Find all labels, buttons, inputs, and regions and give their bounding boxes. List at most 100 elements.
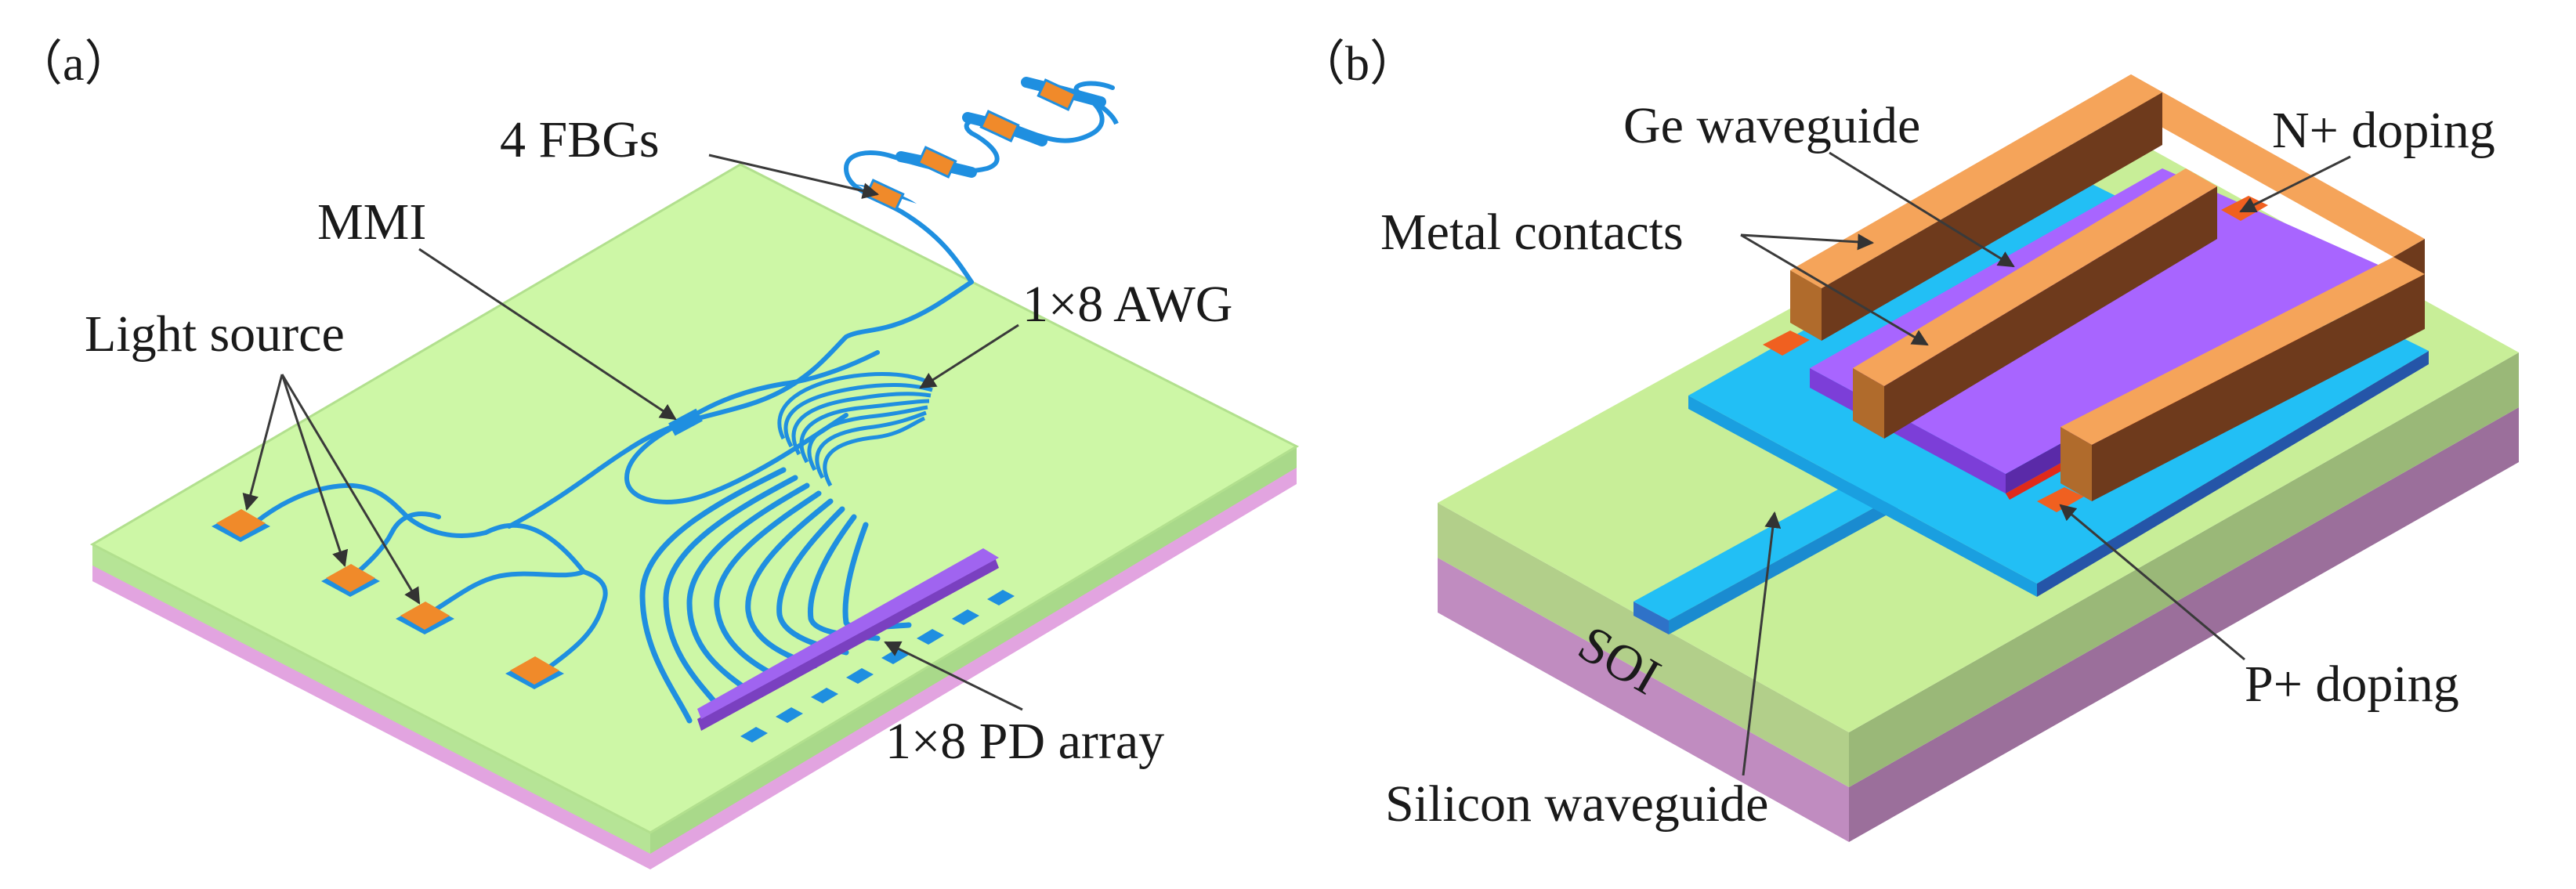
soi-top-right: [1849, 352, 2519, 787]
waveguide-combiner-upper: [483, 522, 586, 574]
panel-a: （a） 4 FBGs MMI 1×8 AWG Light source 1×8 …: [14, 38, 1300, 869]
doping-pad-left: [1763, 331, 1810, 356]
label-light-source: Light source: [85, 305, 345, 363]
panel-b-tag: （b）: [1297, 38, 1418, 91]
label-p-plus-doping: P+ doping: [2245, 656, 2459, 713]
awg: [777, 372, 934, 487]
pd-contact: [952, 609, 979, 625]
leader-awg: [919, 323, 1019, 389]
mmi-block: [668, 408, 703, 436]
leader-metal-1: [1740, 233, 1875, 251]
leaders-b: [1740, 151, 2351, 776]
pd-contact: [846, 668, 874, 684]
fbg-sections: [854, 77, 1119, 211]
p-plus-doping-pad: [2037, 487, 2084, 512]
metal-center-bar-top: [1853, 168, 2217, 386]
metal-center-bar-front: [1853, 368, 1884, 439]
label-n-plus-doping: N+ doping: [2272, 102, 2495, 159]
metal-left-bar-side: [1822, 92, 2162, 341]
pd-contact: [987, 590, 1015, 605]
awg-arm: [823, 416, 926, 487]
fan-arm: [745, 498, 834, 669]
metal-front-bar-top: [2060, 257, 2425, 445]
metal-front-bar-side: [2092, 274, 2425, 501]
si-waveguide-top: [1634, 468, 1912, 620]
fan-arm: [686, 482, 810, 696]
substrate-side-front: [92, 544, 650, 854]
pd-contact: [811, 688, 838, 703]
fbg-pad-1: [864, 179, 905, 211]
label-ge-waveguide: Ge waveguide: [1623, 97, 1920, 154]
light-source-4: [505, 656, 564, 689]
source-pad: [400, 602, 450, 630]
pd-contacts: [740, 590, 1015, 743]
fbg-pad-4: [1037, 78, 1077, 111]
source-pad: [216, 509, 266, 537]
si-slab-right: [2037, 351, 2429, 597]
fbg-pad-2: [917, 146, 957, 179]
pd-contact: [776, 707, 803, 723]
waveguide-source-1: [252, 482, 488, 538]
metal-contacts: [1790, 74, 2425, 501]
fan-arm: [714, 490, 822, 683]
leader-metal-2: [1740, 233, 1929, 346]
pd-array: [697, 548, 1015, 743]
metal-back-bar-top: [1790, 74, 2162, 288]
source-pad: [326, 564, 375, 592]
awg-output-fan: [639, 467, 912, 724]
leader-light-2: [280, 374, 349, 567]
leader-light-1: [242, 374, 284, 511]
soi-top-front: [1438, 503, 1849, 787]
metal-front-bar-front: [2060, 427, 2092, 501]
si-waveguide-side: [1634, 602, 1669, 634]
leader-fbg: [708, 154, 880, 199]
panel-b: （b） Ge waveguide N+ doping Metal contact…: [1297, 38, 2519, 842]
soi-bottom-front: [1438, 558, 1849, 842]
awg-arm: [791, 392, 932, 456]
light-sources: [212, 509, 564, 689]
awg-arm: [799, 399, 930, 464]
pd-bar-side: [697, 558, 999, 731]
waveguide-trunk: [507, 421, 684, 529]
leader-ge: [1829, 151, 2015, 268]
source-pad: [510, 656, 559, 685]
label-metal-contacts: Metal contacts: [1380, 204, 1684, 261]
waveguide-mmi-loop: [624, 413, 848, 504]
waveguide-to-mmi: [679, 280, 974, 425]
metal-right-bar-top: [2100, 74, 2425, 257]
fan-arm: [663, 475, 798, 712]
soi-bottom-right: [1849, 407, 2519, 842]
fbg-pad-3: [979, 110, 1020, 143]
waveguide-source-3: [429, 569, 586, 615]
metal-left-bar-front: [1790, 270, 1822, 341]
label-awg: 1×8 AWG: [1022, 276, 1232, 333]
waveguide-mmi-output: [679, 350, 880, 425]
label-silicon-waveguide: Silicon waveguide: [1385, 775, 1768, 833]
leader-si: [1742, 511, 1782, 776]
light-source-1: [212, 509, 270, 542]
metal-center-bar-side: [1884, 186, 2217, 439]
light-source-3: [396, 602, 454, 634]
leader-pplus: [2059, 504, 2245, 661]
awg-arm: [807, 405, 928, 472]
panel-a-tag: （a）: [14, 38, 133, 91]
pd-bar-top: [697, 548, 999, 719]
leader-pd: [884, 641, 1023, 711]
leader-nplus: [2239, 155, 2351, 213]
leader-light-3: [280, 374, 421, 605]
label-pd-array: 1×8 PD array: [885, 713, 1164, 770]
pd-contact: [740, 727, 768, 743]
label-fbg: 4 FBGs: [500, 111, 660, 168]
waveguide-source-2: [346, 511, 441, 582]
awg-arm: [783, 383, 933, 448]
label-mmi: MMI: [317, 193, 426, 251]
si-waveguide-front: [1669, 487, 1912, 634]
substrate-side-right: [650, 446, 1297, 854]
leaders-a: [242, 154, 1023, 711]
pd-contact: [917, 629, 944, 645]
fbg-tail: [1080, 92, 1119, 125]
light-source-2: [321, 564, 380, 597]
waveguide-source-4: [538, 569, 608, 676]
si-slab-front: [1688, 396, 2037, 597]
